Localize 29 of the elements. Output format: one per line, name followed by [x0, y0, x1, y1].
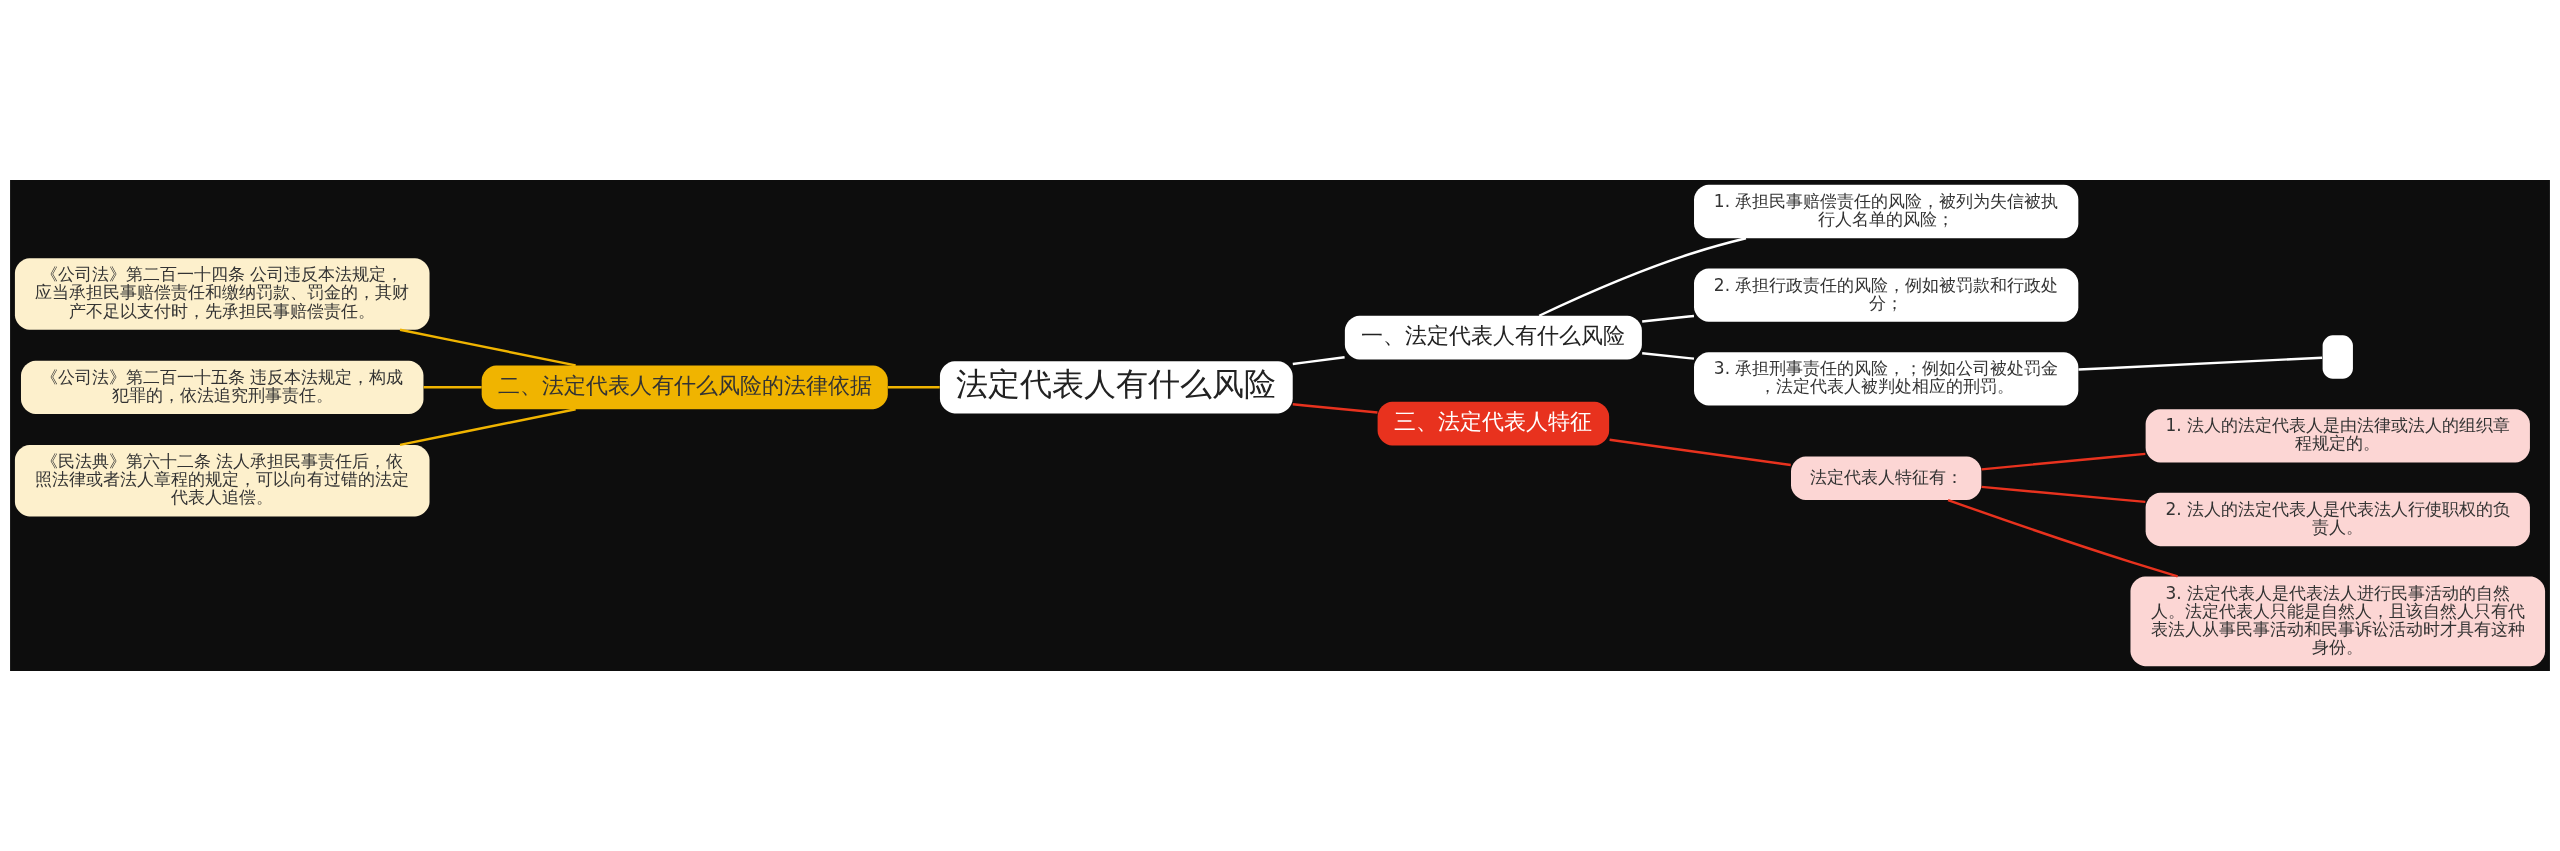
connector [1292, 356, 1345, 366]
connector [1981, 452, 2146, 471]
node-box: 二、法定代表人有什么风险的法律依据 [481, 365, 888, 410]
node-box: 2. 法人的法定代表人是代表法人行使职权的负责人。 [2145, 492, 2530, 547]
node-box: 《民法典》第六十二条 法人承担民事责任后，依照法律或者法人章程的规定，可以向有过错的法定代表人追偿。 [14, 444, 430, 517]
connector [423, 386, 482, 389]
node-box: 《公司法》第二百一十四条 公司违反本法规定，应当承担民事赔偿责任和缴纳罚款、罚金的，其财产不足以支付时，先承担民事赔偿责任。 [14, 258, 430, 330]
connector [2078, 356, 2323, 371]
node-box [2322, 335, 2353, 379]
connector [1609, 438, 1791, 467]
node-box: 一、法定代表人有什么风险 [1344, 315, 1642, 360]
node-box: 法定代表人有什么风险 [939, 361, 1293, 414]
node-box: 3. 承担刑事责任的风险，；例如公司被处罚金，法定代表人被判处相应的刑罚。 [1694, 352, 2079, 406]
node-box: 三、法定代表人特征 [1377, 401, 1610, 446]
connector [887, 386, 940, 389]
node-box: 1. 法人的法定代表人是由法律或法人的组织章程规定的。 [2145, 409, 2530, 463]
connector [1292, 403, 1378, 414]
connector [1538, 237, 1747, 317]
node-box: 1. 承担民事赔偿责任的风险，被列为失信被执行人名单的风险； [1694, 184, 2079, 239]
node-box: 法定代表人特征有： [1791, 456, 1982, 501]
connector [399, 328, 576, 367]
node-box: 3. 法定代表人是代表法人进行民事活动的自然人。法定代表人只能是自然人，且该自然人只有代表法人从事民事活动和民事诉讼活动时才具有这种身份。 [2130, 576, 2546, 667]
connector [1642, 351, 1695, 360]
node-box: 2. 承担行政责任的风险，例如被罚款和行政处分； [1694, 268, 2079, 322]
connector [399, 408, 576, 447]
node-box: 《公司法》第二百一十五条 违反本法规定，构成犯罪的，依法追究刑事责任。 [21, 360, 424, 414]
connector [1947, 498, 2178, 578]
connector [1981, 485, 2146, 504]
connector [1642, 314, 1695, 323]
